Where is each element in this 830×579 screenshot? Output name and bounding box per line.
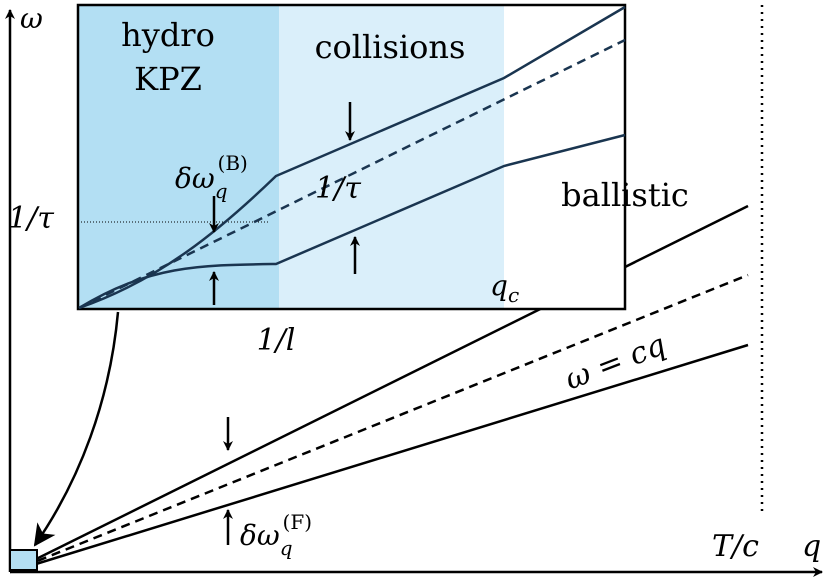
- zoom-curve-arrow: [33, 311, 120, 547]
- collision-region: [279, 5, 504, 309]
- ballistic-label: ballistic: [561, 176, 689, 214]
- y-axis-label: ω: [20, 2, 43, 35]
- origin-zoom-box: [9, 549, 38, 571]
- inset-dashed-line: [78, 38, 626, 310]
- temperature-cutoff-label: T/c: [712, 529, 759, 564]
- collisions-label: collisions: [315, 28, 466, 66]
- inverse-tau-axis-label: 1/τ: [8, 201, 54, 236]
- boson-width-label: δωq(B): [175, 151, 248, 203]
- qc-label: qc: [490, 269, 519, 307]
- inset-lower-curve: [78, 133, 626, 310]
- inset-upper-curve: [78, 5, 626, 310]
- inset-frame: [76, 3, 627, 311]
- fermion-width-label: δωq(F): [240, 510, 312, 560]
- inset-panel: hydro KPZ collisions ballistic 1/τ δωq(B…: [8, 3, 689, 311]
- x-axis-label: q: [802, 529, 821, 564]
- hydro-label: hydro: [121, 16, 215, 54]
- inverse-tau-gap-label: 1/τ: [315, 171, 361, 206]
- sound-dashed-line: [9, 273, 749, 574]
- inverse-l-label: 1/l: [257, 323, 296, 358]
- kpz-label: KPZ: [134, 60, 202, 98]
- lower-branch-line: [9, 343, 749, 574]
